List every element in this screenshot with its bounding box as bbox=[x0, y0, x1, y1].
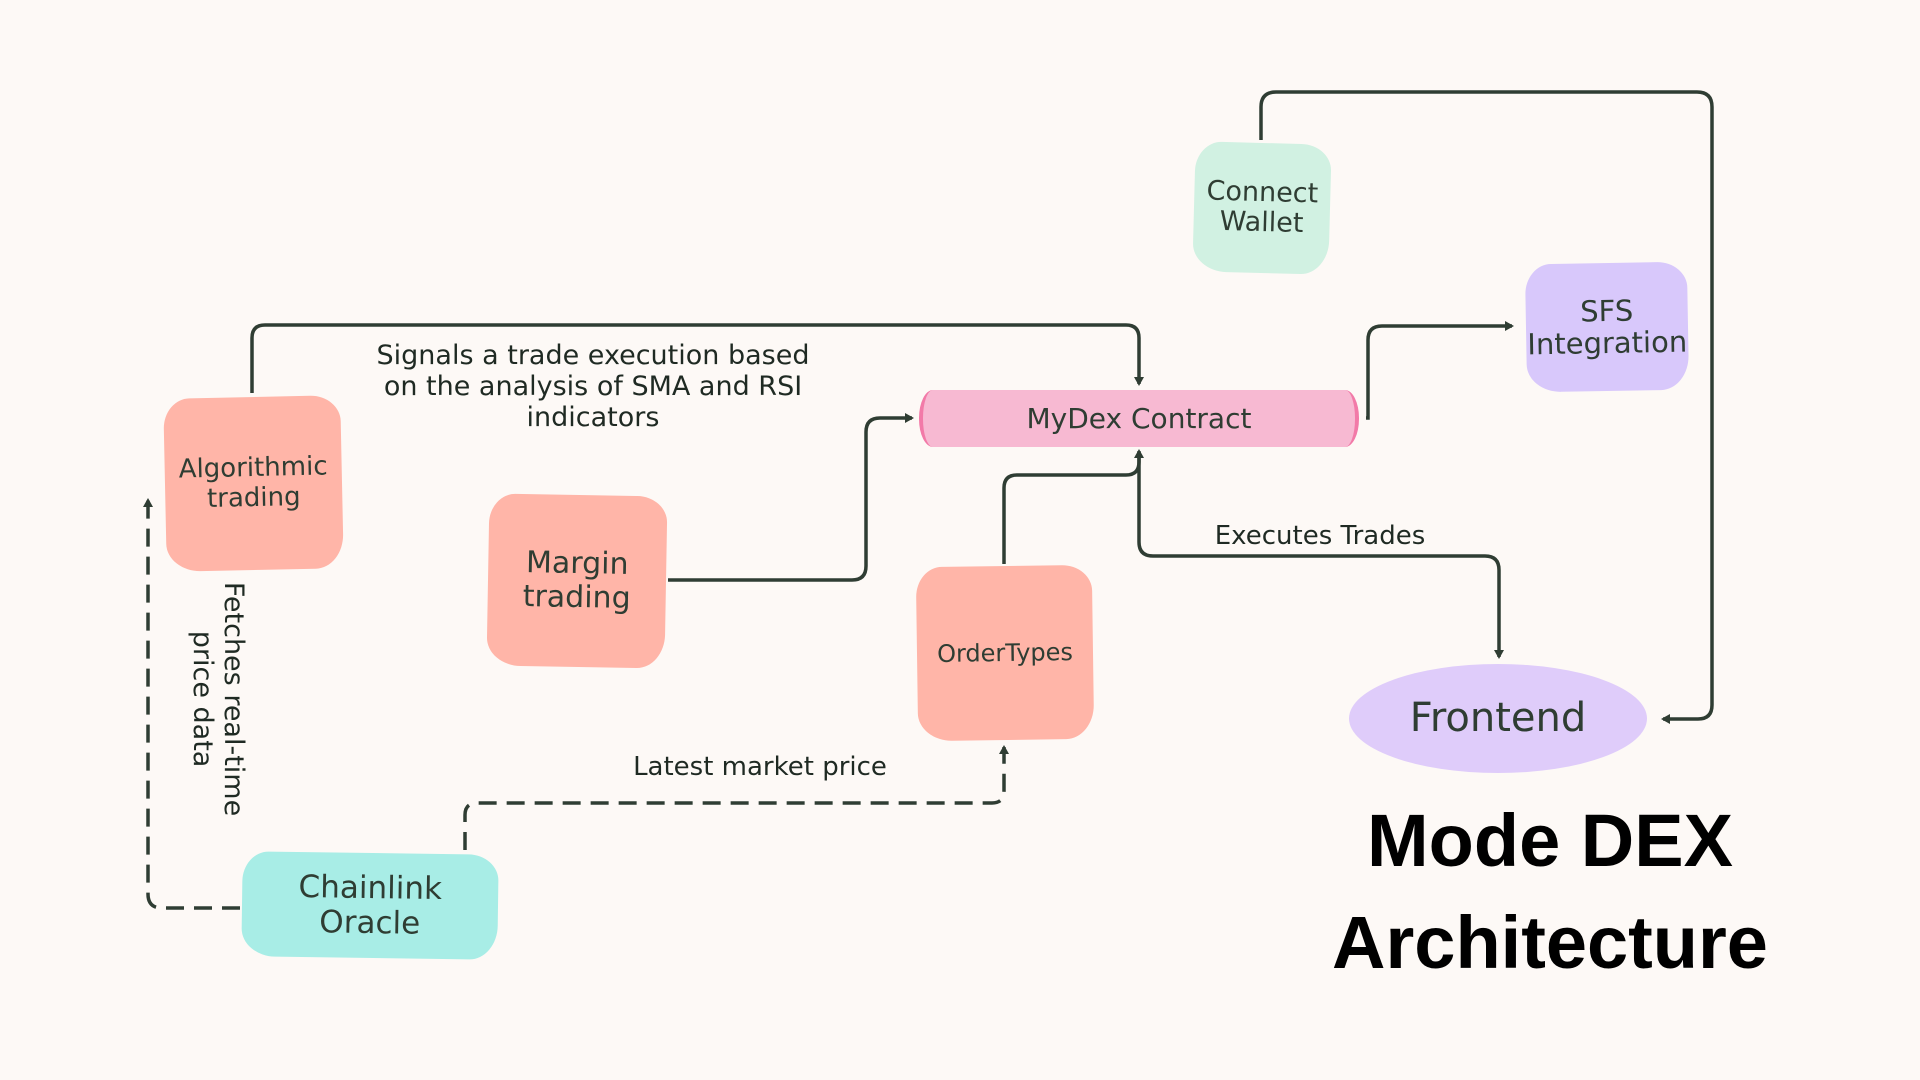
edge-margin-to-contract bbox=[668, 413, 914, 582]
node-mydex-contract[interactable]: MyDex Contract bbox=[919, 390, 1359, 447]
node-chainlink-oracle[interactable]: Chainlink Oracle bbox=[241, 851, 499, 960]
edge-contract-to-sfs bbox=[1366, 321, 1514, 420]
diagram-title: Mode DEX Architecture bbox=[1332, 799, 1768, 984]
edge-ordertypes-to-contract bbox=[1002, 449, 1144, 564]
node-sfs-integration[interactable]: SFS Integration bbox=[1524, 261, 1690, 393]
label-executes-trades: Executes Trades bbox=[1214, 521, 1426, 551]
edge-wallet-to-frontend bbox=[1259, 90, 1714, 724]
label-latest-market-price: Latest market price bbox=[633, 752, 887, 782]
node-ordertypes[interactable]: OrderTypes bbox=[915, 564, 1095, 742]
edge-oracle-to-algo bbox=[143, 498, 240, 910]
edge-oracle-to-ordertypes bbox=[463, 745, 1009, 850]
label-signals-trade: Signals a trade execution based on the a… bbox=[376, 340, 810, 434]
node-frontend[interactable]: Frontend bbox=[1349, 664, 1647, 773]
label-fetches-price-data: Fetches real-time price data bbox=[187, 581, 250, 817]
edge-algo-to-contract bbox=[250, 323, 1144, 393]
node-algorithmic-trading[interactable]: Algorithmic trading bbox=[163, 395, 344, 572]
edge-contract-to-frontend bbox=[1137, 452, 1504, 659]
node-connect-wallet[interactable]: Connect Wallet bbox=[1192, 141, 1332, 275]
node-margin-trading[interactable]: Margin trading bbox=[486, 493, 668, 669]
